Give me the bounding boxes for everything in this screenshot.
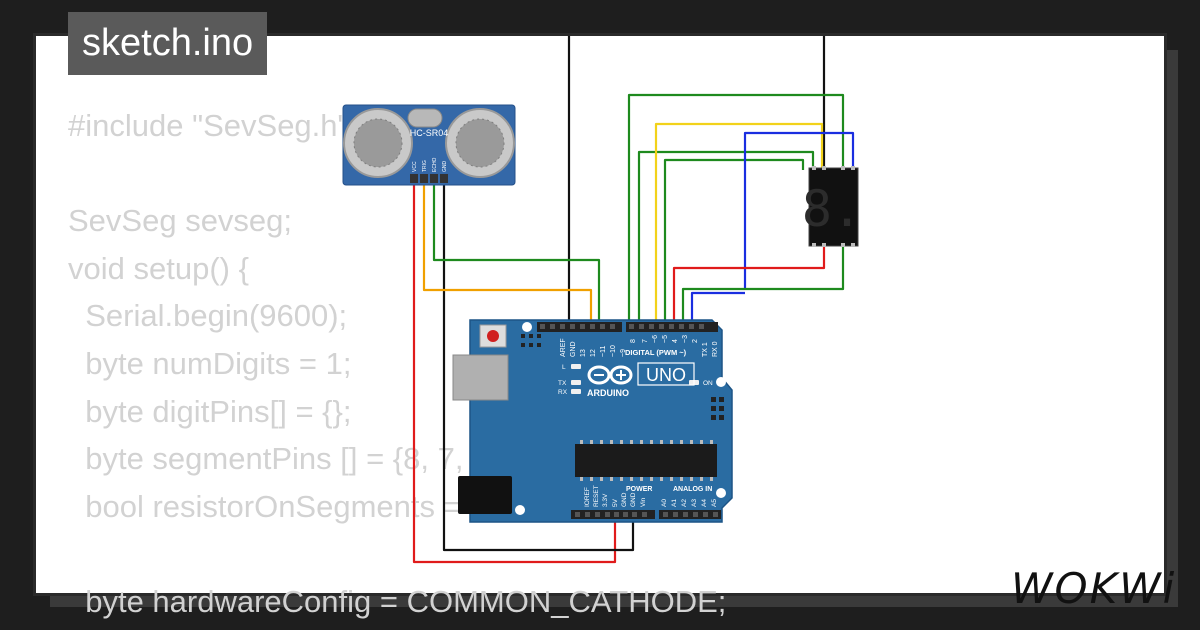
pin-label: 7	[642, 339, 649, 343]
pin-label: A2	[681, 499, 688, 507]
wire-green-seg-f	[681, 246, 845, 326]
wire-red-vcc	[412, 178, 617, 564]
display-digit: 8.	[802, 180, 862, 238]
pin-label: 4	[672, 339, 679, 343]
pin-label: ~9	[620, 349, 627, 357]
hc-sr04-sensor[interactable]: HC-SR04 VCC TRIG ECHO GND	[342, 104, 516, 186]
wire-green-seg-c	[663, 158, 805, 326]
wire-red-seg-e	[672, 246, 826, 326]
pin-label: ~3	[682, 335, 689, 343]
pin-label: ~5	[662, 335, 669, 343]
sensor-label: HC-SR04	[410, 128, 449, 138]
code-line: byte numDigits = 1;	[68, 345, 352, 381]
wokwi-logo-text: WOKWi	[1011, 564, 1176, 613]
board-brand: ARDUINO	[587, 388, 629, 398]
digital-label: DIGITAL (PWM ~)	[625, 348, 687, 357]
wire-blue-seg-d	[743, 131, 855, 290]
usb-port	[452, 354, 509, 401]
pin-label: RESET	[593, 485, 600, 507]
led-tx-label: TX	[558, 380, 567, 387]
pin-label: GND	[570, 341, 577, 357]
wire-blue-seg-g	[690, 291, 745, 326]
code-line: byte hardwareConfig = COMMON_CATHODE;	[68, 583, 727, 619]
code-line: #include "SevSeg.h"	[68, 108, 349, 143]
sensor-pin-vcc: VCC	[412, 161, 418, 172]
board-model: UNO	[646, 365, 686, 385]
pin-label: GND	[621, 492, 628, 507]
code-line: byte digitPins[] = {};	[68, 393, 352, 429]
pin-label: ~6	[652, 335, 659, 343]
top-pin-labels: AREF GND 13 12 ~11 ~10 ~9 8 7 ~6 ~5 4 ~3…	[560, 335, 719, 357]
pin-label: A4	[701, 499, 708, 507]
wire-black-gnd	[442, 178, 635, 552]
code-line: void setup() {	[68, 250, 249, 286]
wire-yellow-seg	[654, 122, 824, 326]
pin-label: ~10	[610, 345, 617, 357]
pin-label: A0	[661, 499, 668, 507]
pin-label: A5	[711, 499, 718, 507]
pin-label: 12	[590, 349, 597, 357]
code-line: Serial.begin(9600);	[68, 298, 348, 334]
preview-card: #include "SevSeg.h" SevSeg sevseg; void s…	[36, 36, 1174, 619]
pin-label: GND	[630, 492, 637, 507]
microcontroller-chip	[575, 444, 717, 477]
power-label: POWER	[626, 486, 652, 493]
pin-label: 5V	[612, 498, 619, 507]
arduino-uno-board[interactable]: AREF GND 13 12 ~11 ~10 ~9 8 7 ~6 ~5 4 ~3…	[452, 319, 733, 523]
sensor-pin-echo: ECHO	[432, 157, 438, 172]
wire-green-seg-b	[637, 150, 815, 326]
analog-label: ANALOG IN	[673, 486, 712, 493]
power-pin-labels: IOREF RESET 3.3V 5V GND GND Vin	[584, 485, 647, 507]
wire-green-echo	[432, 178, 601, 326]
power-jack	[458, 476, 512, 514]
wokwi-logo: WOKWi	[1011, 561, 1191, 622]
code-line: SevSeg sevseg;	[68, 203, 293, 239]
pin-label: IOREF	[584, 487, 591, 507]
pin-label: 3.3V	[602, 493, 609, 507]
led-on-label: ON	[703, 380, 713, 387]
pin-label: RX 0	[712, 341, 719, 357]
pin-label: TX 1	[702, 342, 709, 357]
led-l-label: L	[562, 364, 566, 371]
sensor-pin-gnd: GND	[442, 161, 448, 173]
pin-label: A3	[691, 499, 698, 507]
sketch-filename-tab: sketch.ino	[68, 12, 268, 75]
sensor-pin-trig: TRIG	[422, 160, 428, 172]
pin-label: 8	[630, 339, 637, 343]
analog-pin-labels: A0 A1 A2 A3 A4 A5	[661, 499, 718, 507]
circuit-diagram: HC-SR04 VCC TRIG ECHO GND	[342, 36, 862, 564]
wire-orange-trig	[422, 178, 593, 326]
wires	[412, 36, 855, 564]
pin-label: 13	[580, 349, 587, 357]
pin-label: Vin	[640, 497, 647, 507]
pin-label: A1	[671, 499, 678, 507]
arduino-logo-icon	[587, 365, 633, 385]
led-rx-label: RX	[558, 389, 568, 396]
pin-label: 2	[692, 339, 699, 343]
seven-segment-display[interactable]: 8.	[802, 166, 862, 247]
pin-label: ~11	[600, 346, 607, 357]
pin-label: AREF	[560, 338, 567, 357]
